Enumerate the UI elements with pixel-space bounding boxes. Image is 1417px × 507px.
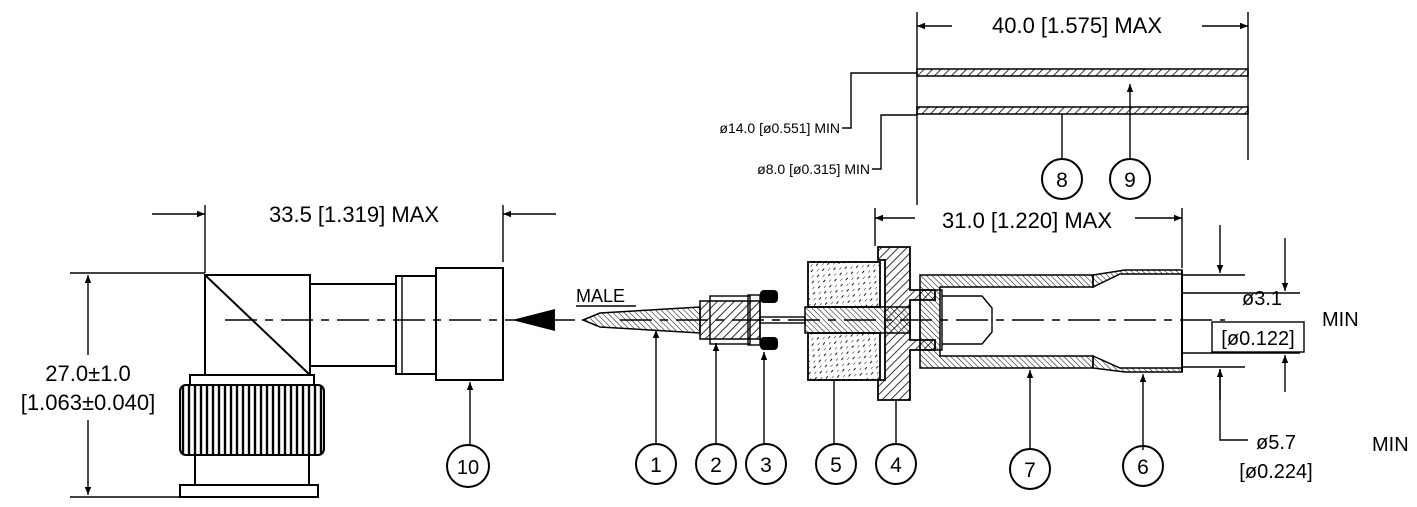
ferrule-in-dim: [ø0.224] [1239,461,1312,483]
height-in-dim: [1.063±0.040] [21,390,155,415]
balloon-4: 4 [875,443,917,485]
male-label: MALE [576,286,625,306]
svg-text:10: 10 [457,457,479,479]
bore-qual: MIN [1322,309,1359,331]
balloon-3: 3 [745,443,787,485]
balloon-9: 9 [1109,158,1151,200]
svg-text:2: 2 [710,454,722,477]
plug-length-dim: 33.5 [1.319] MAX [269,202,439,227]
svg-text:4: 4 [890,454,902,477]
svg-text:9: 9 [1124,169,1136,192]
heat-shrink-tube [842,12,1249,230]
mating-arrow-icon [512,309,555,331]
bore-mm-dim: ø3.1 [1242,288,1282,310]
svg-text:5: 5 [830,454,842,477]
right-angle-plug [70,205,556,498]
balloon-2: 2 [695,443,737,485]
svg-text:1: 1 [650,454,662,477]
tube-length-dim: 40.0 [1.575] MAX [992,13,1162,38]
balloon-6: 6 [1122,445,1164,487]
body-length-dim: 31.0 [1.220] MAX [942,208,1112,233]
balloon-1: 1 [635,443,677,485]
balloon-10: 10 [446,444,490,488]
svg-text:7: 7 [1024,459,1036,482]
connector-section [581,208,1300,450]
tube-od-dim: ø14.0 [ø0.551] MIN [719,120,840,136]
height-mm-dim: 27.0±1.0 [45,361,130,386]
svg-text:6: 6 [1137,456,1149,479]
balloon-8: 8 [1041,158,1083,200]
svg-text:3: 3 [760,454,772,477]
balloon-7: 7 [1009,448,1051,490]
balloon-5: 5 [815,443,857,485]
ferrule-qual: MIN [1372,434,1409,456]
svg-text:8: 8 [1056,169,1068,192]
tube-id-dim: ø8.0 [ø0.315] MIN [757,161,870,177]
ferrule-mm-dim: ø5.7 [1256,432,1296,454]
bore-in-dim: [ø0.122] [1221,328,1294,350]
